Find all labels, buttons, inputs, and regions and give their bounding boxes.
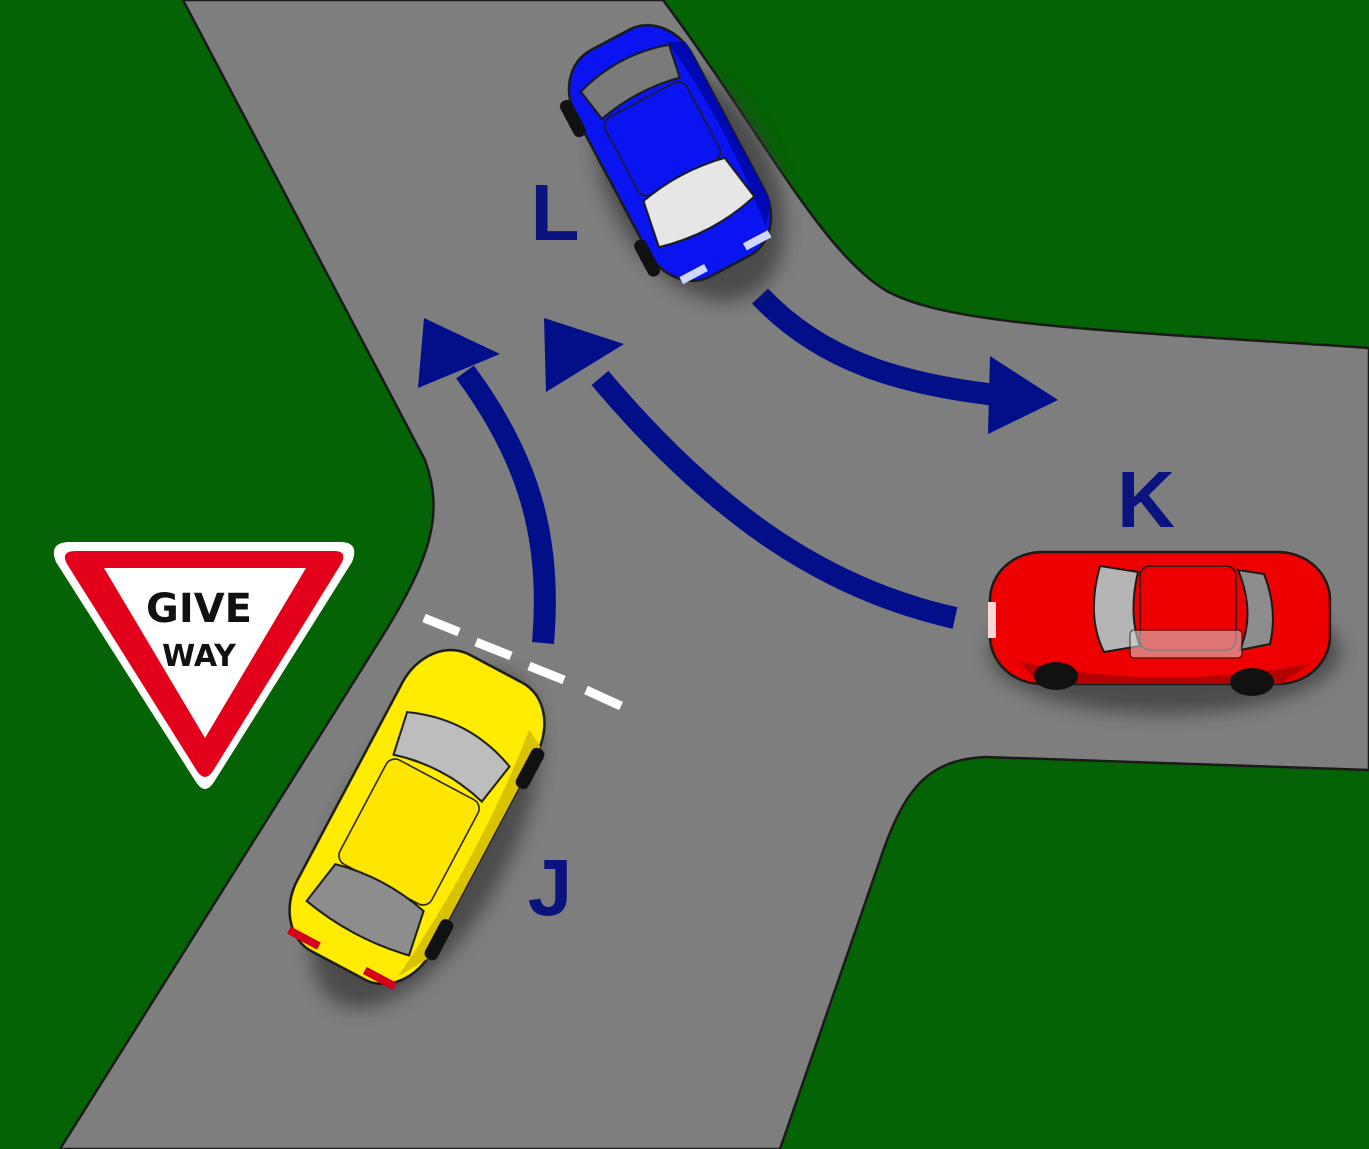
give-way-sign: GIVE WAY bbox=[53, 542, 355, 789]
arrow-j-head bbox=[418, 318, 500, 388]
path-arrows bbox=[456, 288, 1007, 644]
car-k-windshield bbox=[1092, 564, 1142, 654]
give-way-sign-line1: GIVE bbox=[146, 586, 252, 632]
arrow-k-head bbox=[544, 318, 624, 392]
car-j-taillight-left bbox=[287, 926, 321, 950]
car-l-rear-window bbox=[579, 43, 682, 121]
arrow-j-path bbox=[456, 365, 556, 644]
car-j-taillight-right bbox=[362, 966, 397, 990]
car-j-side-shade bbox=[397, 729, 541, 977]
arrow-l-head bbox=[988, 356, 1058, 434]
car-j-rear-window bbox=[305, 863, 425, 957]
car-k bbox=[988, 550, 1332, 696]
car-l-side-shade bbox=[667, 41, 771, 227]
car-l bbox=[559, 23, 773, 285]
car-l-headlight-left bbox=[679, 263, 708, 285]
arrow-k-path bbox=[591, 370, 958, 629]
car-j-wheel-rl bbox=[424, 919, 454, 961]
car-k-rear-window bbox=[1236, 568, 1274, 652]
arrow-heads bbox=[418, 318, 1058, 434]
give-way-sign-line2: WAY bbox=[162, 639, 237, 674]
label-l: L bbox=[531, 168, 580, 257]
car-l-wheel-fl bbox=[634, 239, 661, 277]
give-way-sign-face bbox=[104, 568, 306, 738]
car-l-headlight-right bbox=[742, 230, 772, 251]
car-l-wheel-rl bbox=[559, 99, 586, 138]
label-k: K bbox=[1117, 455, 1175, 544]
arrow-l-path bbox=[751, 288, 1007, 407]
car-k-side-window bbox=[1129, 629, 1243, 659]
give-way-line bbox=[422, 613, 623, 711]
label-j: J bbox=[528, 843, 573, 932]
car-k-wheel-front bbox=[1034, 662, 1078, 690]
car-j bbox=[287, 648, 546, 990]
car-j-wheel-fl bbox=[515, 747, 545, 789]
car-j-windshield bbox=[392, 710, 511, 804]
car-k-wheel-rear bbox=[1230, 668, 1274, 696]
car-k-headlight bbox=[988, 602, 996, 638]
car-l-windshield bbox=[642, 156, 756, 249]
